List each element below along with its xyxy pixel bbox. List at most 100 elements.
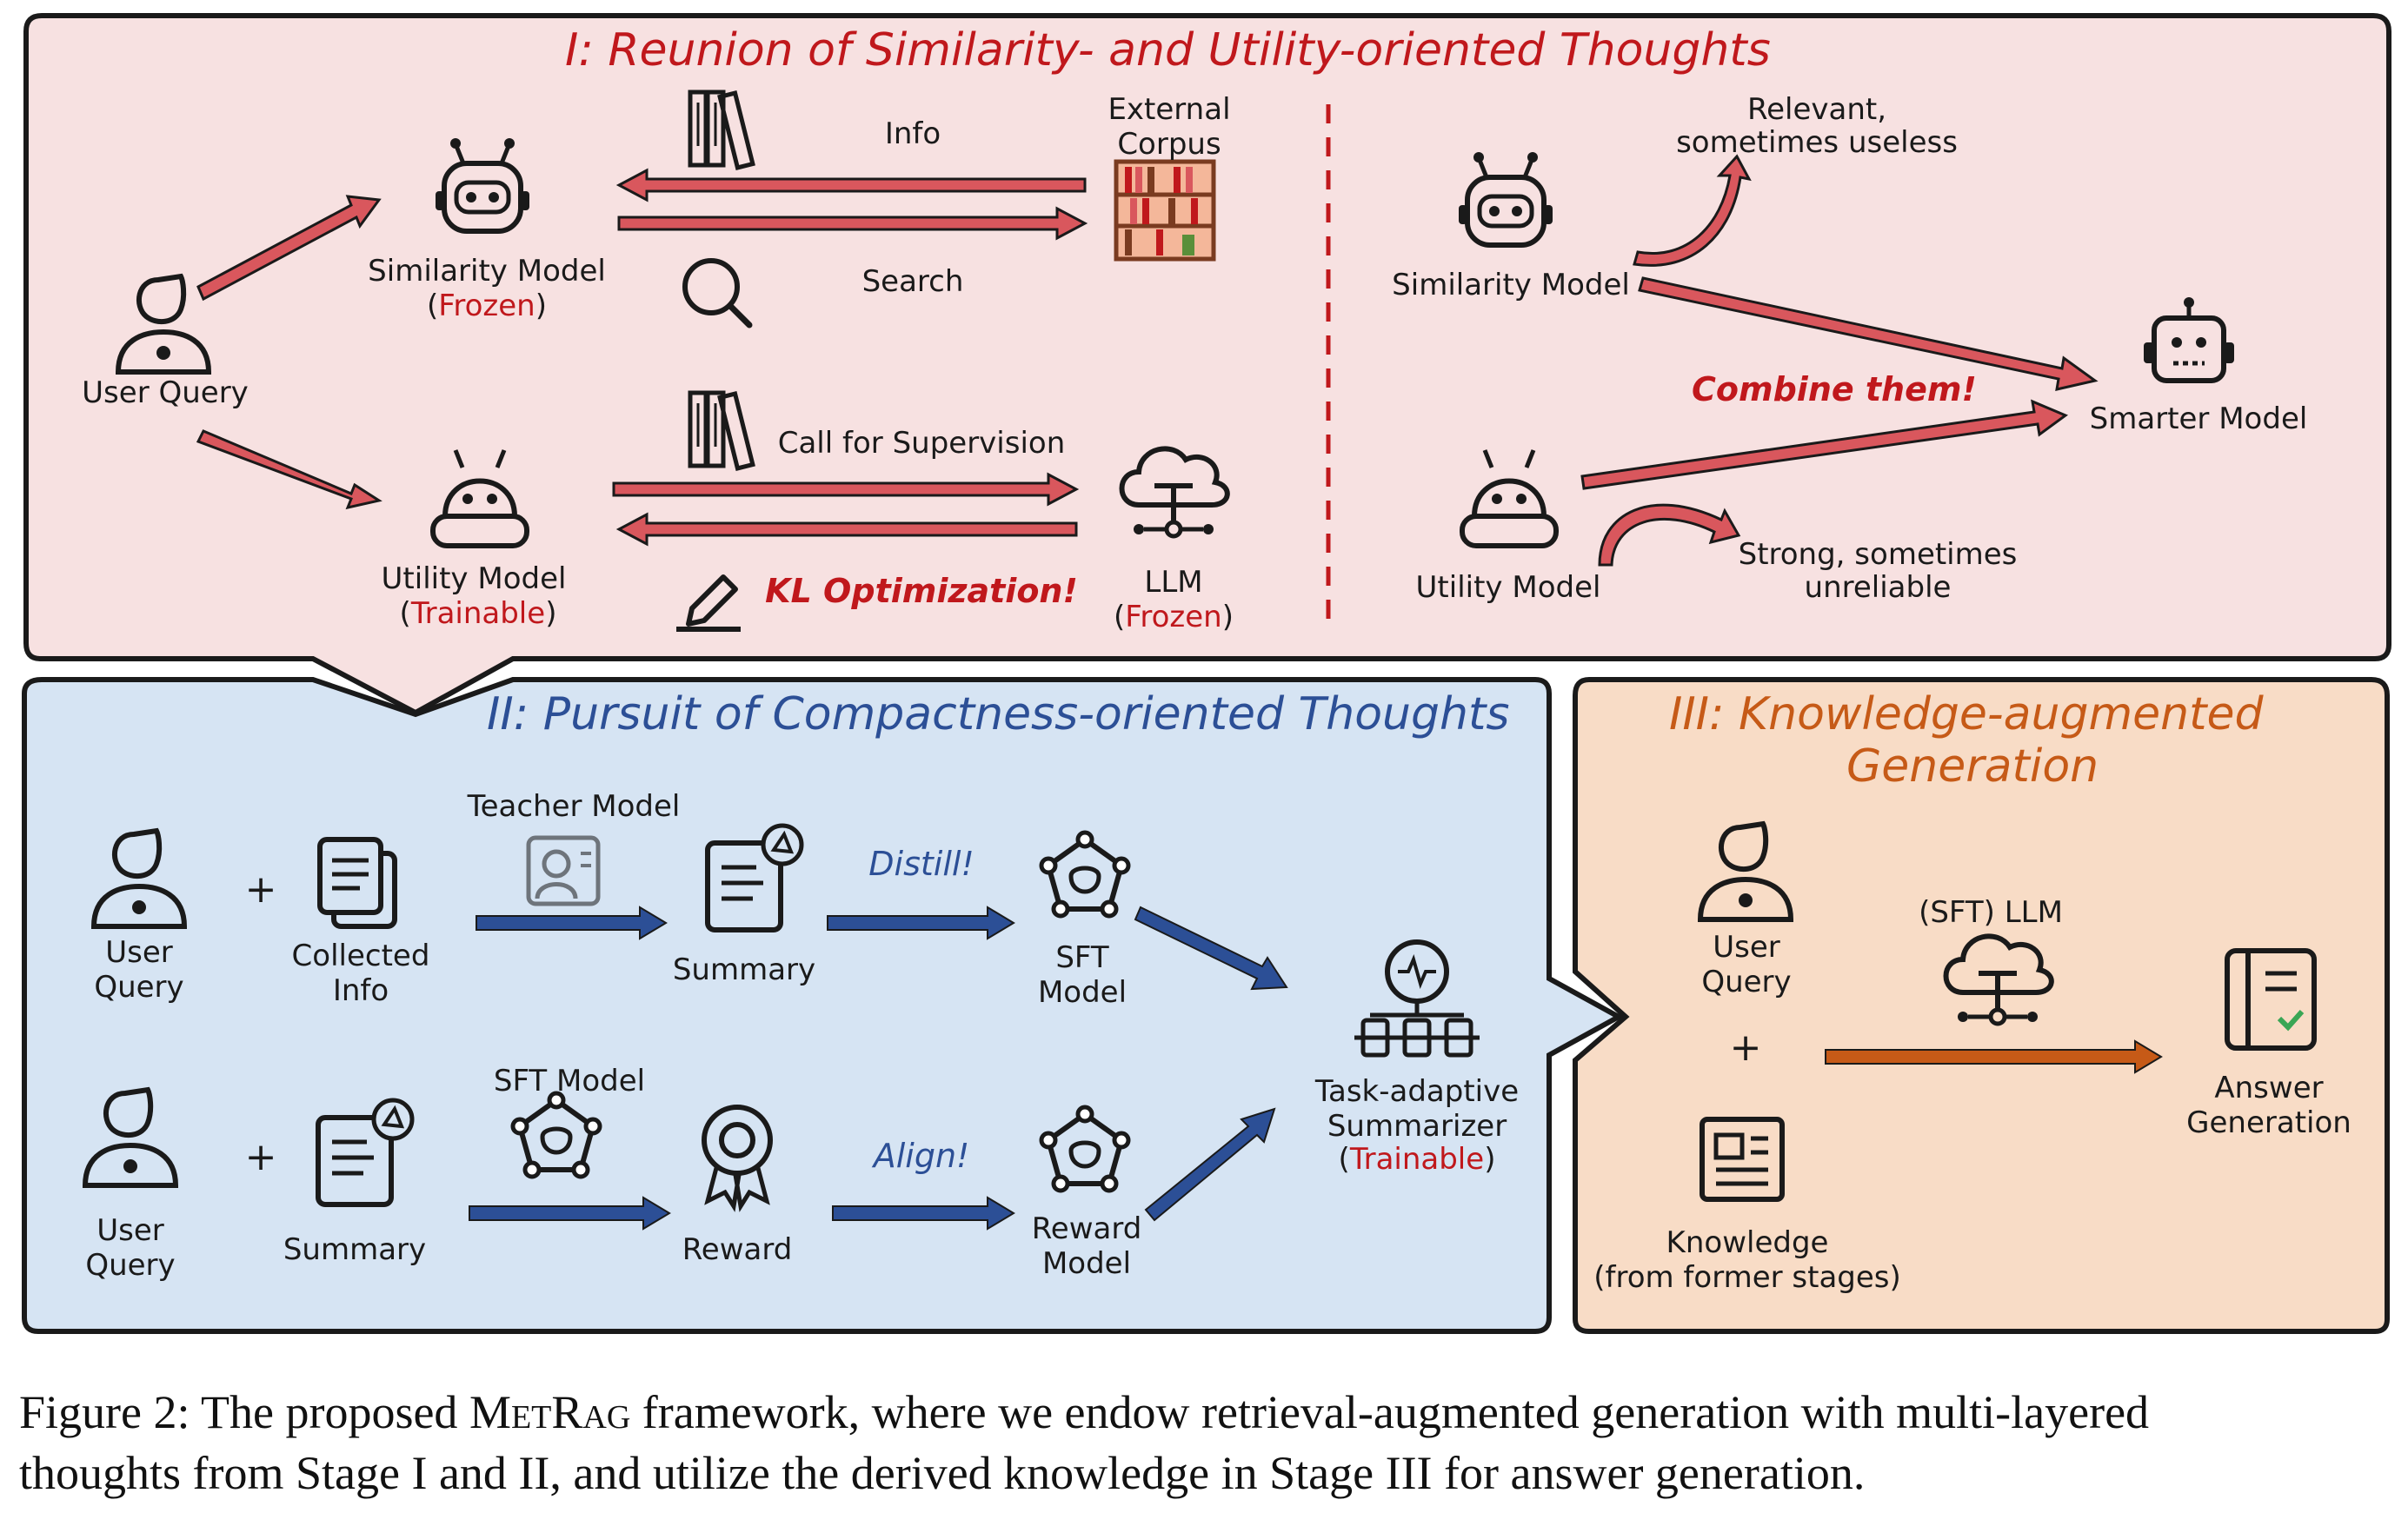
stage2-title: II: Pursuit of Compactness-oriented Thou… — [487, 688, 1510, 740]
external-corpus-label-line2: Corpus — [1117, 127, 1221, 162]
teacher-model-label: Teacher Model — [467, 789, 681, 824]
utility-model-robot-icon-right — [1460, 449, 1559, 548]
summarizer-trainable-status: (Trainable) — [1338, 1142, 1496, 1177]
stage1-title: I: Reunion of Similarity- and Utility-or… — [565, 24, 1771, 76]
similarity-model-label: Similarity Model — [368, 254, 606, 289]
info-label: Info — [884, 116, 941, 151]
reward-label: Reward — [682, 1232, 793, 1267]
reward-badge-icon — [702, 1105, 773, 1212]
trainable-text: Trainable — [1349, 1142, 1485, 1177]
kl-optimization-label: KL Optimization! — [765, 572, 1078, 610]
search-label: Search — [861, 264, 964, 299]
similarity-model-label-right: Similarity Model — [1392, 268, 1630, 302]
figure-caption: Figure 2: The proposed MetRag framework,… — [19, 1382, 2392, 1503]
plus-sign: + — [244, 1135, 277, 1179]
user-query-label-line2: Query — [94, 970, 184, 1005]
distill-label: Distill! — [868, 845, 975, 883]
collected-info-label-line1: Collected — [291, 939, 430, 973]
utility-model-label: Utility Model — [381, 561, 567, 596]
relevant-label-line1: Relevant, — [1746, 92, 1887, 127]
summary-label: Summary — [283, 1232, 427, 1267]
relevant-label-line2: sometimes useless — [1676, 125, 1958, 160]
collected-info-label-line2: Info — [332, 973, 389, 1008]
arrow-strong-curve — [1598, 503, 1741, 567]
search-icon — [682, 258, 753, 328]
teacher-model-icon — [526, 835, 601, 906]
utility-model-robot-icon — [430, 449, 529, 548]
stage3-panel — [1573, 677, 2390, 1334]
arrow-call-supervision-right — [612, 472, 1080, 507]
arrow-sft-reward — [469, 1196, 671, 1231]
arrow-kl-left — [615, 512, 1078, 547]
pencil-icon — [676, 574, 741, 632]
llm-label: LLM — [1144, 565, 1203, 600]
arrow-teacher — [476, 906, 668, 940]
collected-info-documents-icon — [317, 837, 397, 929]
stage3-title-line1: III: Knowledge-augmented — [1669, 688, 2264, 740]
arrow-align — [832, 1196, 1015, 1231]
arrow-relevant-curve — [1633, 154, 1752, 267]
user-query-label-line1: User — [1713, 930, 1780, 965]
utility-trainable-status: (Trainable) — [399, 596, 557, 631]
sft-model-label-line1: SFT — [1055, 940, 1109, 975]
caption-rest: framework, where we endow retrieval-augm… — [630, 1386, 2150, 1438]
summarizer-label-line1: Task-adaptive — [1314, 1074, 1520, 1109]
caption-line1: Figure 2: The proposed MetRag framework,… — [19, 1382, 2392, 1443]
align-label: Align! — [873, 1137, 970, 1175]
summary-label: Summary — [672, 952, 816, 987]
smarter-model-label: Smarter Model — [2089, 402, 2308, 436]
user-query-label: User Query — [82, 375, 249, 410]
combine-label: Combine them! — [1692, 370, 1977, 408]
user-query-label-line1: User — [105, 935, 173, 970]
arrow-info-left — [615, 168, 1087, 202]
stage1-panel — [23, 13, 2391, 716]
strong-label-line2: unreliable — [1804, 570, 1952, 605]
stage3-title-line2: Generation — [1846, 740, 2099, 793]
llm-frozen-status: (Frozen) — [1114, 600, 1234, 634]
plus-sign: + — [1729, 1025, 1762, 1070]
arrow-similarity-to-smarter — [1638, 276, 2099, 391]
similarity-frozen-status: (Frozen) — [427, 289, 547, 323]
arrow-user-to-utility — [196, 429, 382, 510]
stage1-arrows — [196, 154, 2099, 567]
smarter-model-robot-icon — [2144, 297, 2234, 383]
arrow-utility-to-smarter — [1580, 399, 2069, 490]
caption-prefix: Figure 2: The proposed — [19, 1386, 469, 1438]
summarizer-label-line2: Summarizer — [1327, 1109, 1507, 1144]
external-corpus-bookshelf-icon — [1114, 159, 1216, 262]
user-query-label-line1: User — [96, 1213, 164, 1248]
user-query-label-line2: Query — [85, 1248, 176, 1283]
framework-name: MetRag — [469, 1386, 631, 1438]
answer-generation-label-line1: Answer — [2214, 1071, 2324, 1105]
external-corpus-label-line1: External — [1108, 92, 1231, 127]
utility-model-label-right: Utility Model — [1415, 570, 1601, 605]
call-for-supervision-label: Call for Supervision — [777, 426, 1066, 461]
sft-llm-label: (SFT) LLM — [1919, 895, 2063, 930]
summary-document-icon — [705, 823, 804, 932]
stage2-panel — [22, 677, 1625, 1334]
arrow-user-to-similarity — [196, 195, 382, 302]
arrow-distill — [827, 906, 1015, 940]
arrow-reward-to-summarizer — [1144, 1107, 1276, 1222]
answer-generation-label-line2: Generation — [2186, 1105, 2351, 1140]
plus-sign: + — [244, 867, 277, 912]
knowledge-label-line2: (from former stages) — [1593, 1260, 1901, 1295]
arrow-search-right — [617, 206, 1088, 241]
stage2-arrows — [469, 906, 1288, 1231]
trainable-text: Trainable — [410, 596, 546, 631]
frozen-text: Frozen — [1125, 600, 1222, 634]
strong-label-line1: Strong, sometimes — [1738, 537, 2018, 572]
task-adaptive-summarizer-icon — [1354, 939, 1480, 1058]
sft-model-label: SFT Model — [493, 1064, 646, 1098]
reward-model-label-line2: Model — [1041, 1246, 1132, 1281]
arrow-stage3 — [1825, 1039, 2163, 1074]
arrow-sft-to-summarizer — [1134, 906, 1288, 991]
summary-document-icon — [316, 1098, 415, 1207]
sft-model-label-line2: Model — [1037, 975, 1128, 1010]
user-query-label-line2: Query — [1701, 965, 1792, 999]
knowledge-label-line1: Knowledge — [1666, 1225, 1829, 1260]
knowledge-newspaper-icon — [1700, 1117, 1785, 1202]
answer-generation-icon — [2225, 948, 2317, 1051]
